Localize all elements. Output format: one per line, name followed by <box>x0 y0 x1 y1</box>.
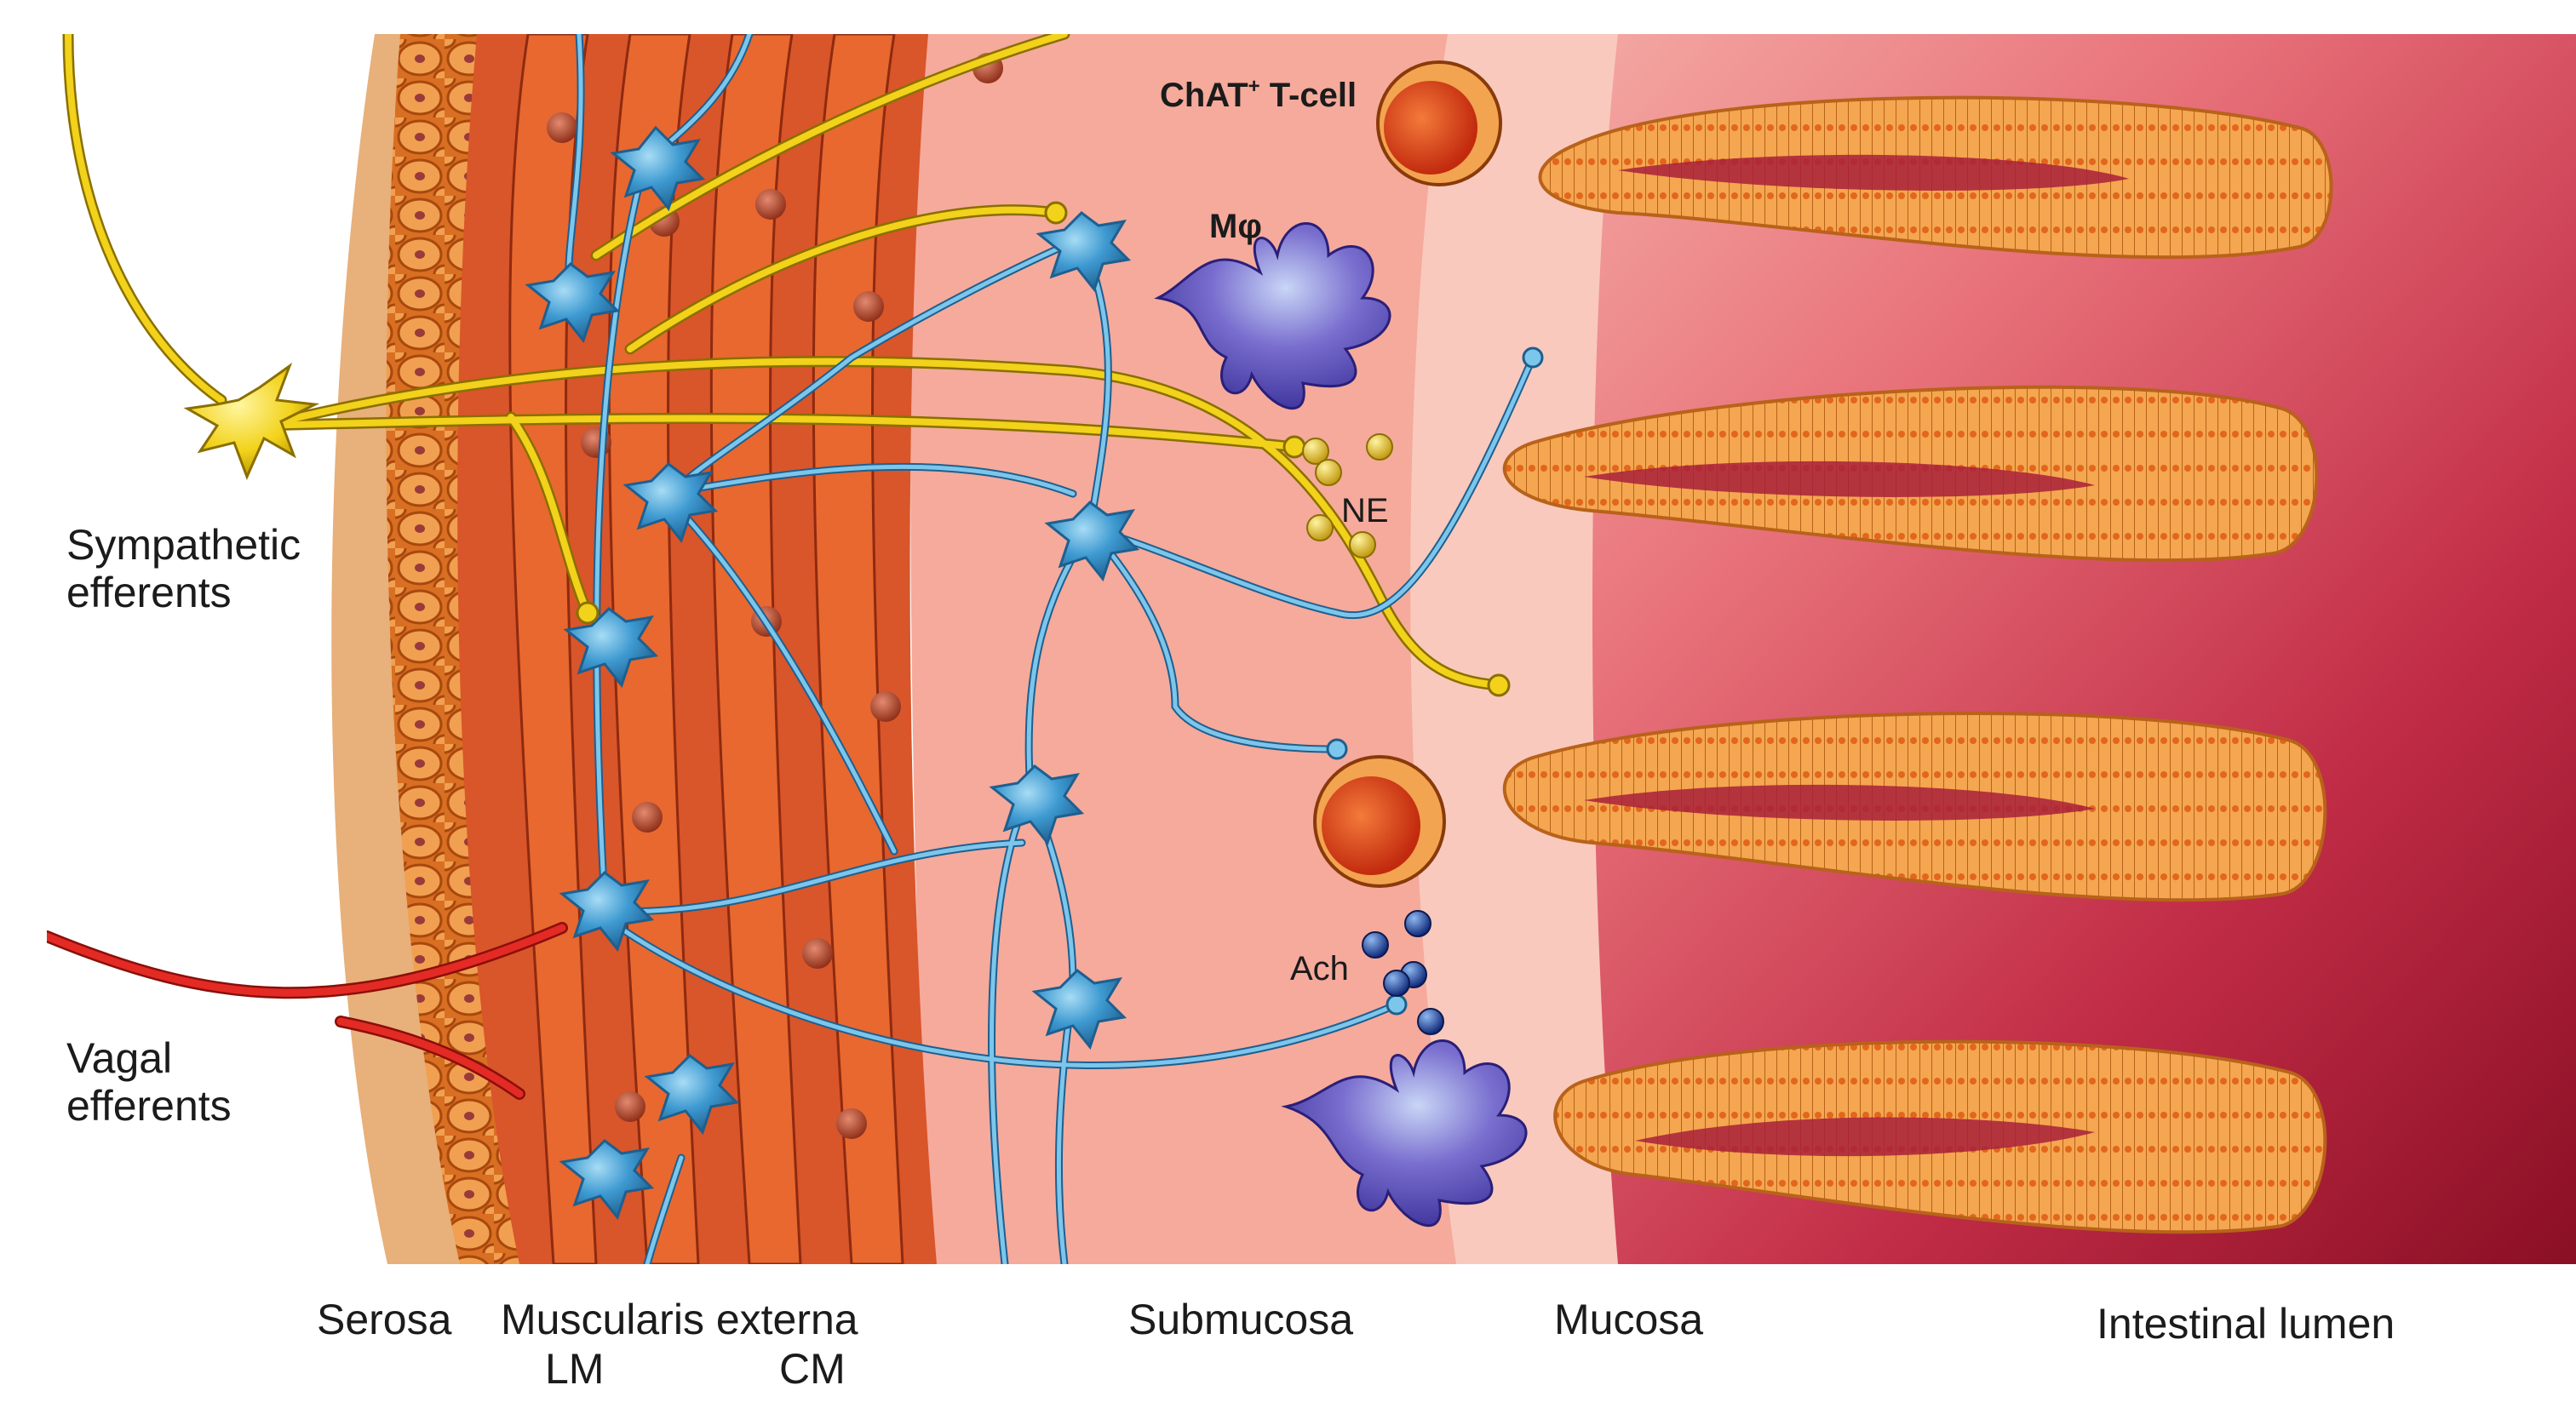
villus-lumen-cores <box>1584 154 2129 1157</box>
macrophage-icon <box>1281 1039 1528 1227</box>
neuron-icon <box>1036 211 1132 293</box>
neuron-icon <box>644 1054 740 1136</box>
t-cell-text: T-cell <box>1259 77 1357 114</box>
cm-label: CM <box>779 1345 846 1393</box>
serosa-label: Serosa <box>317 1296 452 1343</box>
norepinephrine-granule-icon <box>1302 433 1393 558</box>
macrophage-icon <box>1154 222 1391 409</box>
t-cell-icon <box>1376 60 1502 186</box>
vagal-efferents-label: Vagal efferents <box>66 1034 232 1130</box>
enteric-neuron-fibres-fill <box>566 34 1535 1264</box>
sympathetic-efferents-label: Sympathetic efferents <box>66 521 301 616</box>
neuron-icon <box>525 262 621 344</box>
vagal-fibres <box>47 922 568 1100</box>
sympathetic-label-line1: Sympathetic <box>66 521 301 569</box>
neuron-icon <box>559 1139 655 1221</box>
chat-superscript: + <box>1248 75 1260 98</box>
ach-label: Ach <box>1290 950 1349 987</box>
neuron-icon <box>563 607 659 689</box>
neuron-icon <box>622 462 719 544</box>
intestinal-lumen-label: Intestinal lumen <box>2097 1300 2395 1348</box>
neuron-icon <box>559 871 655 953</box>
sympathetic-label-line2: efferents <box>66 569 232 616</box>
t-cell-icon <box>1313 755 1446 888</box>
vagal-label-line1: Vagal <box>66 1034 173 1082</box>
vagal-label-line2: efferents <box>66 1082 232 1130</box>
fibre-terminals <box>576 201 1511 697</box>
chat-t-cell-label: ChAT+ T-cell <box>1160 75 1357 114</box>
chat-text: ChAT <box>1160 77 1248 114</box>
neuron-icon <box>989 764 1085 846</box>
muscularis-externa-label: Muscularis externa <box>501 1296 858 1343</box>
lm-label: LM <box>545 1345 605 1393</box>
neuron-icon <box>1044 501 1140 582</box>
acetylcholine-granule-icon <box>1362 910 1444 1035</box>
ne-label: NE <box>1341 492 1389 529</box>
mucosa-region <box>1402 34 1618 1264</box>
mucosa-label: Mucosa <box>1554 1296 1704 1343</box>
neuron-icon <box>183 362 320 480</box>
serosa-region <box>331 34 460 1264</box>
submucosa-label: Submucosa <box>1128 1296 1354 1343</box>
neuron-icon <box>610 125 706 212</box>
macrophage-label: Mφ <box>1209 208 1262 245</box>
neuron-icon <box>1031 969 1127 1050</box>
enteric-neurons <box>525 125 1140 1221</box>
